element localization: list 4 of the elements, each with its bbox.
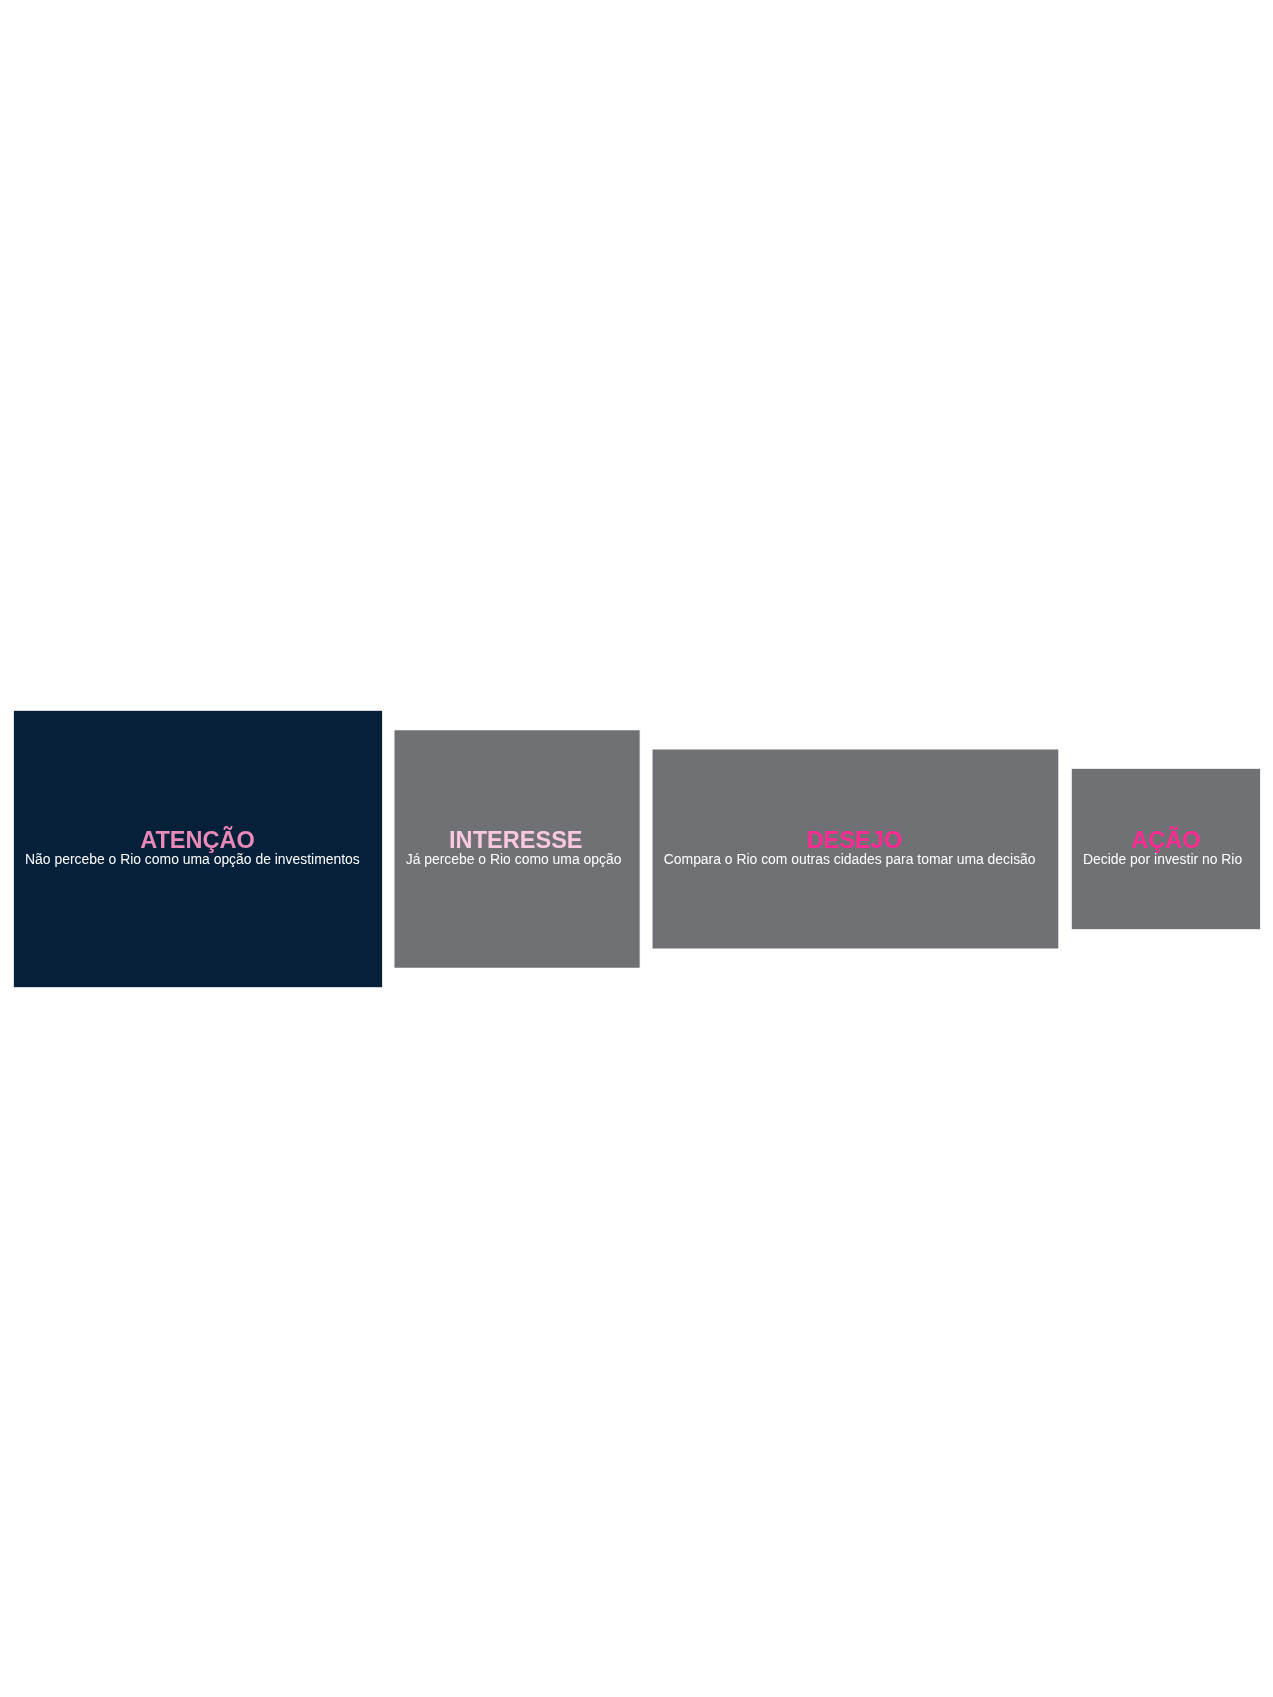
node-box: INTERESSE Já percebe o Rio como uma opção — [392, 728, 641, 969]
node-box: AÇÃO Decide por investir no Rio — [1070, 767, 1261, 930]
node-box: DESEJO Compara o Rio com outras cidades para tomar uma decisão — [650, 747, 1059, 950]
node-box: ATENÇÃO Não percebe o Rio como uma opção de investimentos — [12, 709, 383, 988]
